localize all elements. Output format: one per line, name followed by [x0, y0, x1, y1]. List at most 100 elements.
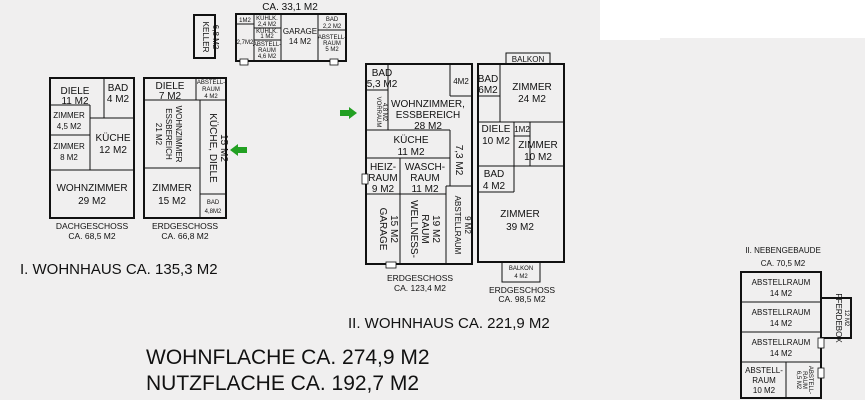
total-nutzflache: NUTZFLACHE CA. 192,7 M2: [146, 372, 419, 395]
erd2-4m2: 4M2: [453, 77, 469, 86]
dach-bad-area: 4 M2: [107, 94, 130, 105]
neben-abst3-area: 14 M2: [770, 349, 793, 358]
dach-kueche-area: 12 M2: [99, 145, 127, 156]
erd1-caption: ERDGESCHOSS: [152, 221, 218, 231]
plan-dachgeschoss: DIELE 11 M2 BAD 4 M2 ZIMMER 4,5 M2 KÜCHE…: [49, 77, 135, 241]
dach-wohn-label: WOHNZIMMER: [56, 183, 127, 194]
annex-abst5-label: ABSTELL-: [318, 35, 346, 41]
erd2-bad-label: BAD: [372, 68, 393, 79]
plan-erdgeschoss-1: DIELE 7 M2 ABSTELL- RAUM 4 M2 WOHNZIMMER…: [143, 77, 247, 241]
erd1-abst-label-2: RAUM: [202, 87, 220, 93]
plan-nebengebaude: II. NEBENGEBAUDE CA. 70,5 M2 ABSTELLRAUM…: [740, 246, 852, 399]
neben-abst4-area: 10 M2: [753, 386, 776, 395]
keller-label: KELLER: [201, 22, 210, 53]
balkon-bottom-label: BALKON: [509, 266, 533, 272]
erd2-wasch-label: WASCH-: [405, 162, 445, 173]
erd3-caption-area: CA. 98,5 M2: [498, 294, 546, 304]
balkon-bottom: [501, 261, 541, 283]
erd2-vorraum-area: 4,8 M2: [381, 103, 387, 122]
erd3-zimmer24-area: 24 M2: [518, 94, 546, 105]
erd3-diele-label: DIELE: [482, 124, 511, 135]
erd2-heiz-label: HEIZ-: [370, 162, 396, 173]
dach-bad-label: BAD: [108, 83, 129, 94]
dach-wohn-area: 29 M2: [78, 196, 106, 207]
erd1-wohn-area: 21 M2: [154, 123, 163, 146]
abst46-label-2: RAUM: [258, 48, 276, 54]
neben-abst4-label-2: RAUM: [752, 376, 776, 385]
erd2-wohn-area: 28 M2: [414, 121, 442, 132]
erd2-wellness-label: WELLNESS-: [408, 200, 419, 258]
annex-top-total: CA. 33,1 M2: [262, 2, 318, 13]
erd3-bad4-area: 4 M2: [483, 181, 506, 192]
dach-outline: [49, 77, 135, 219]
dach-zimmer2-area: 8 M2: [60, 153, 78, 162]
neben-abst5-area: 6,5 M2: [795, 371, 801, 390]
erd2-outline: [365, 63, 473, 265]
pferdebox-area: 12 M2: [843, 310, 849, 327]
annex-bad-label: BAD: [326, 17, 339, 23]
dach-caption: DACHGESCHOSS: [56, 221, 129, 231]
annex-outline: [235, 13, 347, 62]
dach-zimmer1-label: ZIMMER: [53, 111, 85, 120]
plan-erdgeschoss-2: BAD 5,3 M2 VORRAUM 4,8 M2 4M2 WOHNZIMMER…: [340, 63, 473, 293]
abst46-area: 4,6 M2: [258, 54, 277, 60]
erd1-bad-area: 4,8M2: [205, 209, 222, 215]
pferdebox-label: PFERDEBOX: [834, 293, 843, 343]
dach-zimmer1-area: 4,5 M2: [57, 122, 82, 131]
erd1-abst-label: ABSTELL-: [197, 80, 225, 86]
annex-bad-area: 2,2 M2: [323, 24, 342, 30]
erd1-diele-area: 7 M2: [159, 91, 182, 102]
erd2-caption-area: CA. 123,4 M2: [394, 283, 446, 293]
erd2-heiz-area: 9 M2: [372, 184, 395, 195]
erd2-abst-label: ABSTELLRAUM: [453, 196, 462, 255]
annex-27m2: 2,7M2: [237, 40, 254, 46]
erd2-wellness-label-2: RAUM: [419, 214, 430, 243]
erd1-zimmer-area: 15 M2: [158, 196, 186, 207]
annex-garage-area: 14 M2: [289, 37, 312, 46]
erd1-wohn-label: WOHNZIMMER: [174, 106, 183, 163]
erd1-abst-area: 4 M2: [204, 94, 218, 100]
neben-abst1-area: 14 M2: [770, 289, 793, 298]
neben-abst5-label: ABSTELL-: [807, 366, 813, 394]
erd3-zimmer24-label: ZIMMER: [512, 82, 551, 93]
erd3-bad4-label: BAD: [484, 169, 505, 180]
annex-abst5-label-2: RAUM: [323, 41, 341, 47]
erd2-kueche-area: 11 M2: [397, 147, 424, 158]
erd2-wohn-label: WOHNZIMMER,: [391, 99, 465, 110]
neben-total: CA. 70,5 M2: [761, 259, 806, 268]
erd1-kueche-area: 15 M2: [218, 134, 229, 162]
erd3-zimmer10-label: ZIMMER: [518, 140, 557, 151]
balkon-bottom-area: 4 M2: [514, 274, 528, 280]
neben-abst3-label: ABSTELLRAUM: [752, 338, 811, 347]
erd2-73m2: 7,3 M2: [453, 145, 464, 176]
erd1-outline: [143, 77, 227, 219]
erd3-zimmer39-area: 39 M2: [506, 222, 534, 233]
neben-abst5-label-2: RAUM: [801, 371, 807, 389]
title-wohnhaus-1: I. WOHNHAUS CA. 135,3 M2: [20, 261, 218, 278]
erd2-caption: ERDGESCHOSS: [387, 273, 453, 283]
neben-abst4-label: ABSTELL-: [745, 366, 783, 375]
title-wohnhaus-2: II. WOHNHAUS CA. 221,9 M2: [348, 315, 550, 332]
dach-diele-area: 11 M2: [61, 96, 88, 107]
erd3-zimmer10-area: 10 M2: [524, 152, 552, 163]
erd1-diele-label: DIELE: [156, 81, 185, 92]
entrance-arrow-icon: [230, 144, 247, 156]
neben-abst1-label: ABSTELLRAUM: [752, 278, 811, 287]
kuhl-label-1: KÜHLK.: [256, 15, 278, 22]
keller-room: [193, 14, 216, 59]
erd3-zimmer39-label: ZIMMER: [500, 209, 539, 220]
neben-abst2-label: ABSTELLRAUM: [752, 308, 811, 317]
erd2-garage-area: 15 M2: [388, 215, 399, 243]
neben-abst2-area: 14 M2: [770, 319, 793, 328]
neben-title: II. NEBENGEBAUDE: [745, 246, 821, 255]
erd1-bad-label: BAD: [207, 200, 220, 206]
dach-caption-area: CA. 68,5 M2: [68, 231, 116, 241]
dach-diele-label: DIELE: [61, 86, 90, 97]
annex-abst5-area: 5 M2: [325, 47, 339, 53]
kuhl-area-2: 1 M2: [260, 34, 274, 40]
erd1-zimmer-label: ZIMMER: [152, 183, 191, 194]
keller-area: 6,8 M2: [211, 25, 220, 50]
erd2-abst-area: 9 M2: [463, 216, 472, 234]
